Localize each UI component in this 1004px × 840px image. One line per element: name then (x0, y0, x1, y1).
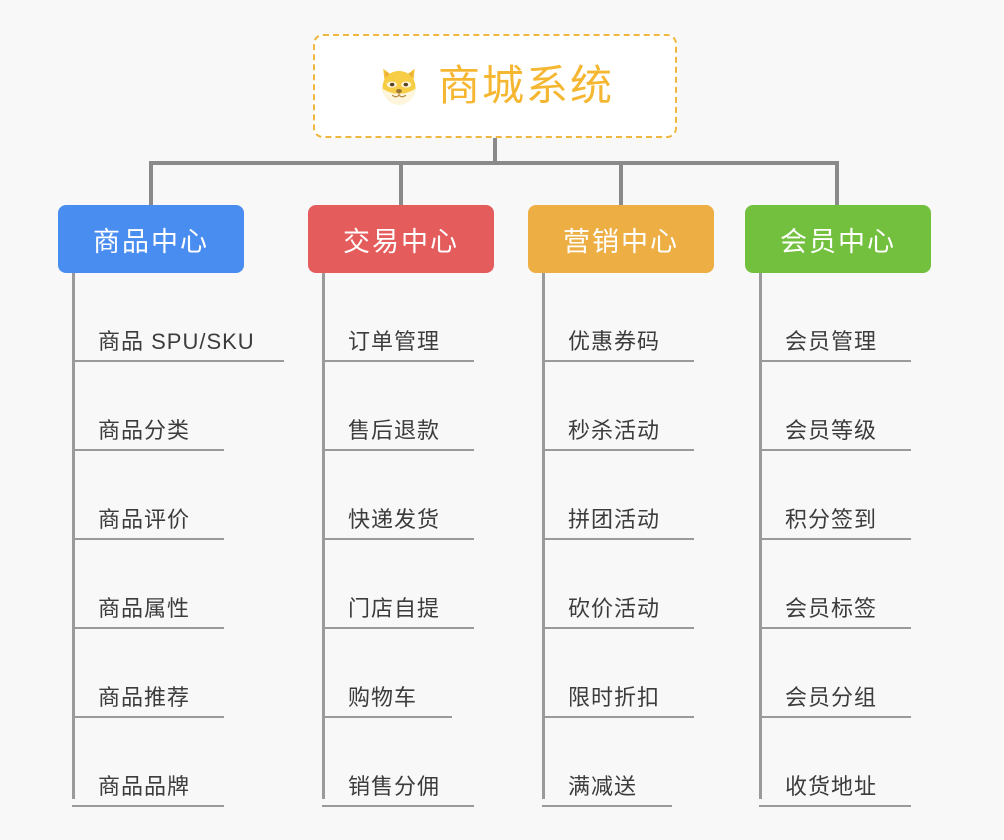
leaf-underline (759, 627, 911, 629)
leaf-item[interactable]: 会员标签 (759, 540, 911, 629)
leaf-underline (759, 716, 911, 718)
category-label-1: 商品中心 (93, 226, 209, 257)
leaf-item[interactable]: 会员管理 (759, 273, 911, 362)
leaf-label: 会员管理 (785, 329, 878, 354)
leaf-underline (72, 716, 224, 718)
leaf-underline (322, 360, 474, 362)
leaf-label: 秒杀活动 (568, 418, 661, 443)
connector-drop-2 (399, 161, 403, 205)
leaf-item[interactable]: 砍价活动 (542, 540, 694, 629)
leaf-item[interactable]: 商品分类 (72, 362, 224, 451)
leaf-label: 拼团活动 (568, 507, 661, 532)
leaf-item[interactable]: 限时折扣 (542, 629, 694, 718)
leaf-item[interactable]: 商品评价 (72, 451, 224, 540)
leaf-underline (759, 449, 911, 451)
leaf-label: 商品推荐 (98, 685, 191, 710)
connector-drop-3 (619, 161, 623, 205)
leaf-item[interactable]: 会员等级 (759, 362, 911, 451)
leaf-underline (542, 538, 694, 540)
connector-drop-1 (149, 161, 153, 205)
leaf-label: 快递发货 (348, 507, 441, 532)
leaf-item[interactable]: 订单管理 (322, 273, 474, 362)
category-label-4: 会员中心 (780, 226, 896, 257)
leaf-item[interactable]: 商品 SPU/SKU (72, 273, 284, 362)
leaf-label: 砍价活动 (568, 596, 661, 621)
leaf-underline (322, 805, 474, 807)
leaf-label: 商品品牌 (98, 774, 191, 799)
leaf-item[interactable]: 会员分组 (759, 629, 911, 718)
leaf-underline (542, 360, 694, 362)
category-label-2: 交易中心 (343, 226, 459, 257)
leaf-label: 收货地址 (785, 774, 878, 799)
leaf-item[interactable]: 优惠券码 (542, 273, 694, 362)
category-header-4[interactable]: 会员中心 (745, 205, 931, 273)
leaf-label: 销售分佣 (348, 774, 441, 799)
leaf-underline (322, 449, 474, 451)
leaf-underline (72, 360, 284, 362)
category-header-1[interactable]: 商品中心 (58, 205, 244, 273)
leaf-underline (542, 449, 694, 451)
leaf-underline (322, 716, 452, 718)
root-node[interactable]: 商城系统 (313, 34, 677, 138)
leaf-label: 门店自提 (348, 596, 441, 621)
leaf-label: 会员分组 (785, 685, 878, 710)
category-header-3[interactable]: 营销中心 (528, 205, 714, 273)
leaf-label: 商品 SPU/SKU (98, 329, 255, 354)
leaf-rail-2 (322, 273, 325, 799)
leaf-underline (759, 538, 911, 540)
category-header-2[interactable]: 交易中心 (308, 205, 494, 273)
leaf-rail-3 (542, 273, 545, 799)
leaf-item[interactable]: 商品属性 (72, 540, 224, 629)
leaf-item[interactable]: 积分签到 (759, 451, 911, 540)
leaf-item[interactable]: 购物车 (322, 629, 452, 718)
leaf-item[interactable]: 快递发货 (322, 451, 474, 540)
leaf-label: 商品评价 (98, 507, 191, 532)
leaf-item[interactable]: 拼团活动 (542, 451, 694, 540)
connector-root-stem (493, 138, 497, 163)
leaf-label: 满减送 (568, 774, 638, 799)
leaf-underline (322, 627, 474, 629)
branch-column-3: 营销中心 优惠券码 秒杀活动 拼团活动 砍价活动 限时折扣 (528, 205, 714, 807)
leaf-underline (542, 716, 694, 718)
leaf-underline (72, 538, 224, 540)
category-label-3: 营销中心 (563, 226, 679, 257)
branch-column-2: 交易中心 订单管理 售后退款 快递发货 门店自提 购物车 (308, 205, 494, 807)
shiba-dog-face-icon (376, 63, 422, 109)
branch-column-1: 商品中心 商品 SPU/SKU 商品分类 商品评价 商品属性 商品推荐 (58, 205, 284, 807)
leaf-label: 限时折扣 (568, 685, 661, 710)
leaf-underline (759, 805, 911, 807)
leaf-rail-4 (759, 273, 762, 799)
leaf-label: 会员等级 (785, 418, 878, 443)
leaf-item[interactable]: 收货地址 (759, 718, 911, 807)
leaf-item[interactable]: 销售分佣 (322, 718, 474, 807)
leaf-label: 购物车 (348, 685, 418, 710)
leaf-underline (322, 538, 474, 540)
root-title: 商城系统 (437, 62, 614, 109)
connector-drop-4 (835, 161, 839, 205)
leaf-item[interactable]: 门店自提 (322, 540, 474, 629)
leaf-label: 商品属性 (98, 596, 191, 621)
leaf-underline (759, 360, 911, 362)
leaf-label: 商品分类 (98, 418, 191, 443)
connector-horizontal-bus (149, 161, 839, 165)
leaf-rail-1 (72, 273, 75, 799)
leaf-underline (542, 805, 672, 807)
leaf-label: 积分签到 (785, 507, 878, 532)
leaf-underline (72, 627, 224, 629)
leaf-label: 会员标签 (785, 596, 878, 621)
leaf-item[interactable]: 售后退款 (322, 362, 474, 451)
branch-column-4: 会员中心 会员管理 会员等级 积分签到 会员标签 会员分组 (745, 205, 931, 807)
leaf-label: 售后退款 (348, 418, 441, 443)
leaf-underline (542, 627, 694, 629)
leaf-item[interactable]: 满减送 (542, 718, 672, 807)
leaf-item[interactable]: 秒杀活动 (542, 362, 694, 451)
leaf-item[interactable]: 商品推荐 (72, 629, 224, 718)
leaf-label: 优惠券码 (568, 329, 661, 354)
leaf-underline (72, 449, 224, 451)
leaf-underline (72, 805, 224, 807)
leaf-item[interactable]: 商品品牌 (72, 718, 224, 807)
leaf-label: 订单管理 (348, 329, 441, 354)
